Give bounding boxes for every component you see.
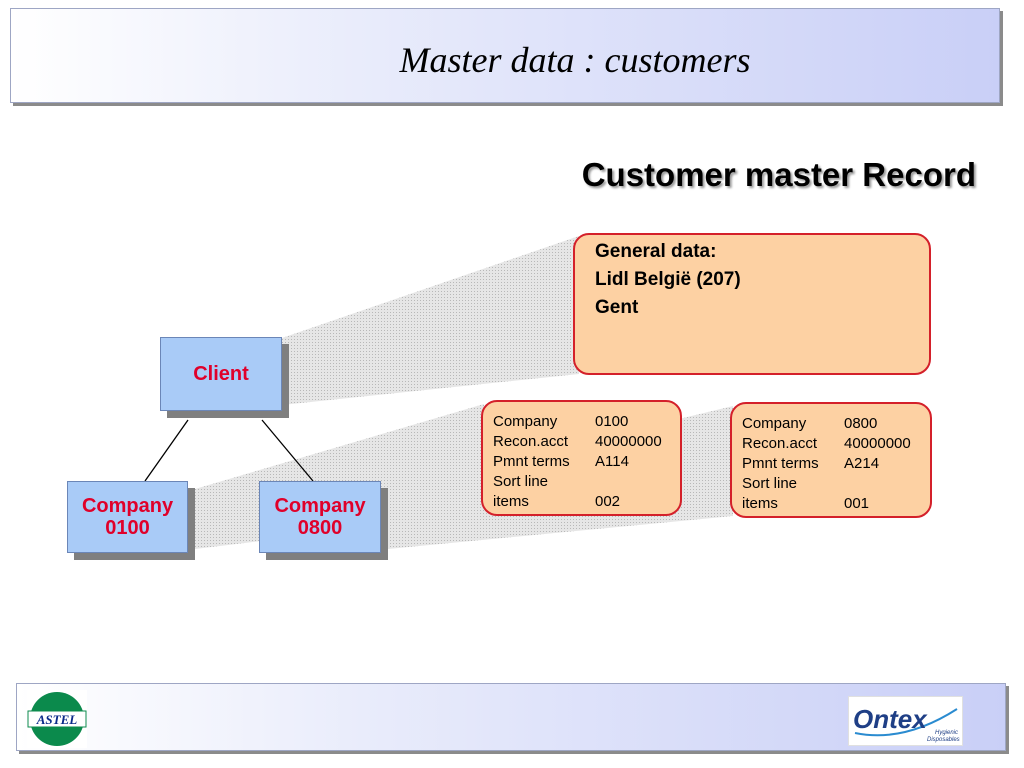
record-label: Company <box>742 415 807 432</box>
record-value: 40000000 <box>595 433 662 450</box>
record-label: Recon.acct <box>493 433 569 450</box>
client-node-label: Client <box>193 363 249 385</box>
record-label: Recon.acct <box>742 435 818 452</box>
record-row-items: items 002 <box>493 492 662 512</box>
company-node-line-2: 0800 <box>297 517 343 539</box>
astel-logo-icon: ASTEL <box>27 690 87 748</box>
ontex-logo-subtext-2: Disposables <box>927 737 960 743</box>
record-label: Sort line <box>742 475 798 492</box>
record-value: 40000000 <box>844 435 911 452</box>
record-row-pmnt-terms: Pmnt terms A114 <box>493 452 662 472</box>
record-row-company: Company 0100 <box>493 412 662 432</box>
record-label: items <box>493 493 529 510</box>
ontex-logo-text: Ontex <box>853 704 928 734</box>
client-to-company-0100-line <box>144 419 189 482</box>
record-value: 001 <box>844 495 870 512</box>
record-row-company: Company 0800 <box>742 414 911 434</box>
company-node-line-1: Company <box>274 495 366 517</box>
company-0100-record-box: Company 0100 Recon.acct 40000000 Pmnt te… <box>481 400 682 516</box>
record-value: 002 <box>595 493 621 510</box>
record-row-recon-acct: Recon.acct 40000000 <box>493 432 662 452</box>
record-value: A214 <box>844 455 880 472</box>
ontex-logo-subtext-1: Hygienic <box>935 730 958 736</box>
title-banner: Master data : customers <box>10 8 1000 103</box>
general-data-heading: General data: <box>595 241 717 262</box>
client-to-company-0800-line <box>261 419 314 482</box>
record-row-recon-acct: Recon.acct 40000000 <box>742 434 911 454</box>
record-row-sort-line: Sort line <box>742 474 911 494</box>
company-0800-node: Company 0800 <box>259 481 381 553</box>
general-data-customer: Lidl België (207) <box>595 269 741 290</box>
company-0800-record-box: Company 0800 Recon.acct 40000000 Pmnt te… <box>730 402 932 518</box>
client-to-general-data-projection <box>282 236 579 405</box>
company-record-table: Company 0100 Recon.acct 40000000 Pmnt te… <box>493 412 662 512</box>
record-row-pmnt-terms: Pmnt terms A214 <box>742 454 911 474</box>
company-record-table: Company 0800 Recon.acct 40000000 Pmnt te… <box>742 414 911 514</box>
footer-banner <box>16 683 1006 751</box>
record-value: A114 <box>595 453 629 470</box>
section-heading: Customer master Record <box>581 156 976 193</box>
ontex-logo-icon: Ontex Hygienic Disposables <box>853 704 960 743</box>
company-node-line-1: Company <box>81 495 174 517</box>
record-row-items: items 001 <box>742 494 911 514</box>
slide-title: Master data : customers <box>399 40 751 80</box>
record-label: Pmnt terms <box>742 455 819 472</box>
record-label: Sort line <box>493 473 549 490</box>
client-node: Client <box>160 337 282 411</box>
general-data-box: General data: Lidl België (207) Gent <box>573 233 931 375</box>
record-label: items <box>742 495 778 512</box>
record-row-sort-line: Sort line <box>493 472 662 492</box>
record-label: Pmnt terms <box>493 453 570 470</box>
record-value: 0800 <box>844 415 878 432</box>
company-0100-node: Company 0100 <box>67 481 188 553</box>
astel-logo-text: ASTEL <box>36 712 78 727</box>
record-value: 0100 <box>595 413 629 430</box>
record-label: Company <box>493 413 558 430</box>
ontex-logo: Ontex Hygienic Disposables <box>848 696 963 746</box>
company-node-line-2: 0100 <box>105 517 150 539</box>
general-data-city: Gent <box>595 297 639 318</box>
